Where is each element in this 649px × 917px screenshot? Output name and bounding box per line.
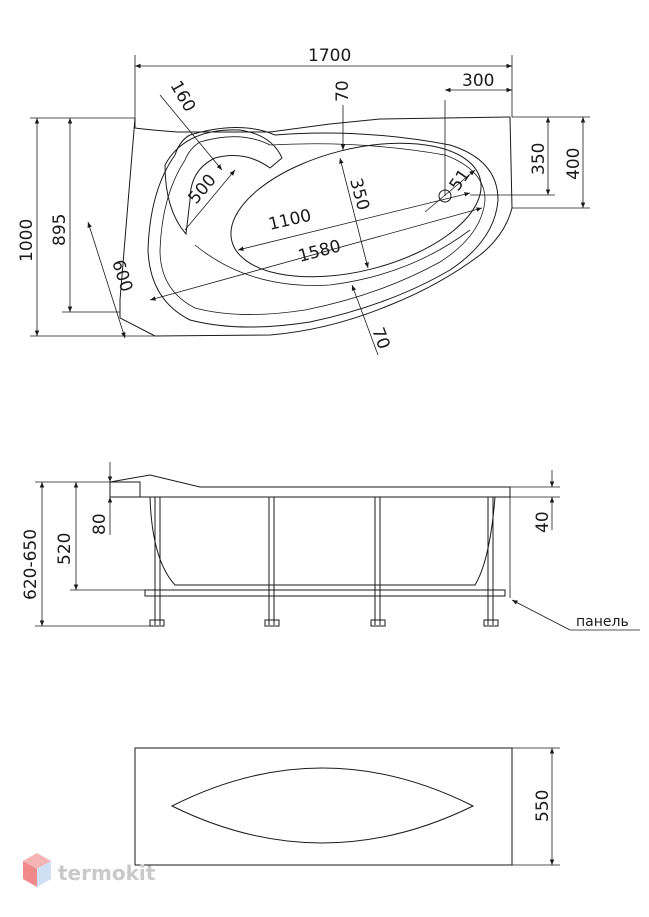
dim-length: 1700 <box>308 46 351 66</box>
dim-40: 40 <box>533 511 553 533</box>
panel-label: панель <box>576 614 629 630</box>
dim-350-inner: 350 <box>345 176 373 213</box>
side-rim <box>109 474 511 498</box>
front-panel-leaf-emboss <box>170 767 475 844</box>
headrest <box>164 129 283 236</box>
dim-400: 400 <box>564 148 584 180</box>
tub-rim-inner <box>159 136 486 315</box>
brand-logo: termokit <box>23 853 156 887</box>
tub-outer-contour <box>119 116 513 337</box>
dim-600: 600 <box>107 257 136 294</box>
front-panel <box>134 747 513 866</box>
dim-520: 520 <box>55 533 75 565</box>
dim-70-bottom: 70 <box>367 325 393 352</box>
brand-name: termokit <box>58 861 156 885</box>
dim-350-right: 350 <box>529 143 549 175</box>
dim-1580: 1580 <box>296 236 343 267</box>
dim-70-top: 70 <box>333 80 353 102</box>
dim-160: 160 <box>166 78 200 116</box>
dim-895: 895 <box>50 214 70 246</box>
side-legs <box>149 497 499 627</box>
dim-300: 300 <box>462 71 494 91</box>
dim-height-range: 620-650 <box>21 529 41 600</box>
side-view: 620-650 520 80 40 панель <box>21 462 640 631</box>
top-view: 1700 300 70 160 350 400 1000 895 500 51 <box>17 46 590 356</box>
dim-550: 550 <box>533 790 553 822</box>
dim-80: 80 <box>90 513 110 535</box>
side-tub-body <box>149 496 496 586</box>
front-panel-view: 550 <box>134 747 560 866</box>
dim-1100: 1100 <box>267 206 314 235</box>
tub-rim <box>147 127 499 328</box>
dim-1000: 1000 <box>17 219 37 262</box>
cube-icon <box>23 853 51 887</box>
side-frame-base <box>144 589 506 597</box>
